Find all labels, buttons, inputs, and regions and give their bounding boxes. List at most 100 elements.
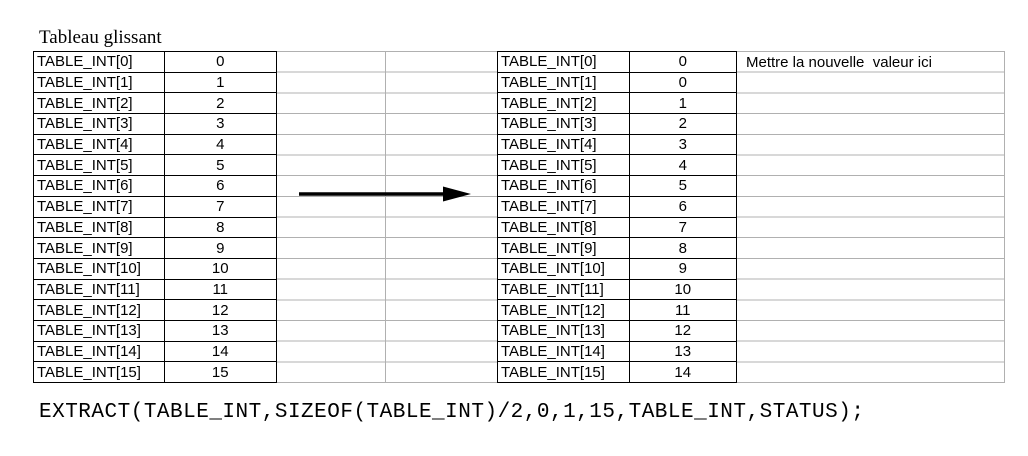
row-label-cell: TABLE_INT[1] (34, 72, 165, 93)
arrow-right-icon (299, 186, 471, 202)
row-label-cell: TABLE_INT[10] (34, 258, 165, 279)
row-label-cell: TABLE_INT[3] (34, 114, 165, 134)
row-value-cell: 1 (216, 74, 225, 92)
row-label-cell: TABLE_INT[12] (34, 300, 165, 320)
row-label-cell: TABLE_INT[1] (498, 72, 630, 93)
row-label-cell: TABLE_INT[0] (34, 52, 165, 72)
row-label-cell: TABLE_INT[0] (498, 52, 630, 72)
row-value-cell: 1 (678, 94, 687, 112)
table-row: TABLE_INT[7] 6 (498, 196, 736, 218)
table-row: TABLE_INT[1] 1 (34, 72, 276, 94)
row-value-cell: 3 (216, 115, 225, 133)
row-value-cell: 4 (216, 136, 225, 154)
row-label-cell: TABLE_INT[4] (34, 134, 165, 155)
row-value-cell: 6 (216, 177, 225, 195)
row-label-cell: TABLE_INT[14] (34, 341, 165, 362)
row-label-cell: TABLE_INT[8] (498, 217, 630, 238)
table-row: TABLE_INT[1] 0 (498, 72, 736, 94)
table-row: TABLE_INT[14] 13 (498, 341, 736, 363)
row-label-cell: TABLE_INT[11] (34, 279, 165, 300)
spreadsheet-gridlines-right: Mettre la nouvelle valeur ici (737, 51, 1005, 383)
table-row: TABLE_INT[7] 7 (34, 196, 276, 218)
table-row: TABLE_INT[2] 1 (498, 93, 736, 115)
row-value-cell: 13 (211, 322, 229, 340)
row-value-cell: 5 (678, 177, 687, 195)
row-value-cell: 0 (216, 53, 225, 71)
row-label-cell: TABLE_INT[11] (498, 279, 630, 300)
row-value-cell: 11 (674, 301, 691, 319)
table-row: TABLE_INT[11] 11 (34, 279, 276, 301)
table-row: TABLE_INT[15] 14 (498, 362, 736, 382)
row-value-cell: 10 (211, 260, 229, 278)
row-value-cell: 11 (212, 280, 229, 298)
row-value-cell: 15 (211, 363, 229, 381)
table-row: TABLE_INT[8] 8 (34, 217, 276, 239)
table-row: TABLE_INT[12] 12 (34, 300, 276, 321)
row-value-cell: 13 (674, 342, 692, 360)
row-value-cell: 4 (678, 156, 687, 174)
row-value-cell: 8 (678, 239, 687, 257)
row-label-cell: TABLE_INT[2] (34, 93, 165, 114)
row-value-cell: 2 (678, 115, 687, 133)
spreadsheet-gridlines-middle (277, 51, 497, 383)
table-row: TABLE_INT[2] 2 (34, 93, 276, 115)
table-row: TABLE_INT[3] 2 (498, 114, 736, 135)
row-value-cell: 0 (678, 53, 687, 71)
table-row: TABLE_INT[6] 5 (498, 176, 736, 197)
row-label-cell: TABLE_INT[7] (498, 196, 630, 217)
before-table: TABLE_INT[0] 0 TABLE_INT[1] 1 TABLE_INT[… (33, 51, 277, 383)
row-value-cell: 10 (674, 280, 692, 298)
row-label-cell: TABLE_INT[12] (498, 300, 630, 320)
row-label-cell: TABLE_INT[6] (34, 176, 165, 196)
row-label-cell: TABLE_INT[10] (498, 258, 630, 279)
table-row: TABLE_INT[12] 11 (498, 300, 736, 321)
row-value-cell: 8 (216, 218, 225, 236)
table-row: TABLE_INT[11] 10 (498, 279, 736, 301)
row-value-cell: 3 (678, 136, 687, 154)
row-label-cell: TABLE_INT[8] (34, 217, 165, 238)
annotation-note: Mettre la nouvelle valeur ici (746, 53, 932, 71)
table-row: TABLE_INT[5] 4 (498, 155, 736, 177)
table-row: TABLE_INT[9] 9 (34, 238, 276, 259)
row-label-cell: TABLE_INT[14] (498, 341, 630, 362)
row-value-cell: 12 (674, 322, 692, 340)
table-row: TABLE_INT[13] 13 (34, 320, 276, 342)
row-value-cell: 0 (678, 74, 687, 92)
row-value-cell: 5 (216, 156, 225, 174)
table-row: TABLE_INT[10] 10 (34, 258, 276, 280)
row-label-cell: TABLE_INT[13] (34, 320, 165, 341)
row-value-cell: 9 (678, 260, 687, 278)
row-label-cell: TABLE_INT[5] (34, 155, 165, 176)
table-row: TABLE_INT[9] 8 (498, 238, 736, 259)
table-row: TABLE_INT[15] 15 (34, 362, 276, 382)
row-label-cell: TABLE_INT[5] (498, 155, 630, 176)
row-label-cell: TABLE_INT[15] (498, 362, 630, 382)
row-value-cell: 12 (211, 301, 229, 319)
table-row: TABLE_INT[4] 4 (34, 134, 276, 156)
row-value-cell: 9 (216, 239, 225, 257)
table-row: TABLE_INT[3] 3 (34, 114, 276, 135)
gridline-vertical (385, 52, 386, 383)
row-value-cell: 7 (216, 198, 225, 216)
row-label-cell: TABLE_INT[9] (34, 238, 165, 258)
table-row: TABLE_INT[10] 9 (498, 258, 736, 280)
row-value-cell: 14 (211, 342, 229, 360)
row-label-cell: TABLE_INT[15] (34, 362, 165, 382)
row-label-cell: TABLE_INT[4] (498, 134, 630, 155)
row-label-cell: TABLE_INT[13] (498, 320, 630, 341)
table-row: TABLE_INT[5] 5 (34, 155, 276, 177)
row-value-cell: 14 (674, 363, 692, 381)
page-title: Tableau glissant (39, 27, 162, 48)
extract-code-line: EXTRACT(TABLE_INT,SIZEOF(TABLE_INT)/2,0,… (39, 401, 865, 424)
row-value-cell: 2 (216, 94, 225, 112)
table-row: TABLE_INT[0] 0 (34, 52, 276, 73)
table-row: TABLE_INT[0] 0 (498, 52, 736, 73)
row-label-cell: TABLE_INT[2] (498, 93, 630, 114)
table-row: TABLE_INT[13] 12 (498, 320, 736, 342)
row-value-cell: 6 (678, 198, 687, 216)
row-label-cell: TABLE_INT[9] (498, 238, 630, 258)
table-row: TABLE_INT[8] 7 (498, 217, 736, 239)
after-table: TABLE_INT[0] 0 TABLE_INT[1] 0 TABLE_INT[… (497, 51, 737, 383)
row-label-cell: TABLE_INT[3] (498, 114, 630, 134)
